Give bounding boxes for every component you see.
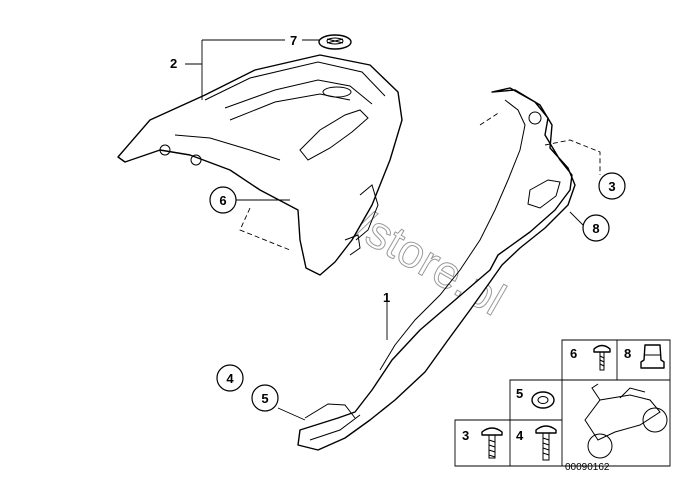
luggage-rack-part bbox=[117, 54, 403, 276]
svg-text:8: 8 bbox=[624, 346, 631, 361]
motorcycle-icon bbox=[584, 383, 668, 459]
svg-text:5: 5 bbox=[261, 391, 268, 406]
parts-legend: 6 8 5 3 4 bbox=[454, 339, 671, 473]
svg-text:6: 6 bbox=[570, 346, 577, 361]
legend-cell-6: 6 bbox=[570, 344, 611, 371]
callout-6: 6 bbox=[209, 186, 237, 214]
svg-text:3: 3 bbox=[462, 428, 469, 443]
leader-lines bbox=[185, 39, 610, 421]
grommet-part bbox=[318, 34, 352, 50]
diagram-code: 00090162 bbox=[565, 462, 610, 473]
svg-text:4: 4 bbox=[226, 371, 234, 386]
legend-cell-3: 3 bbox=[462, 427, 503, 459]
callout-2: 2 bbox=[170, 56, 177, 71]
svg-text:8: 8 bbox=[592, 221, 599, 236]
svg-text:5: 5 bbox=[516, 386, 523, 401]
dashed-reference-lines bbox=[239, 111, 601, 251]
callout-5: 5 bbox=[251, 384, 279, 412]
svg-text:3: 3 bbox=[608, 179, 615, 194]
svg-text:1: 1 bbox=[383, 290, 390, 305]
legend-cell-4: 4 bbox=[516, 425, 557, 461]
callout-8: 8 bbox=[582, 214, 610, 242]
svg-text:2: 2 bbox=[170, 56, 177, 71]
legend-cell-8: 8 bbox=[624, 344, 665, 369]
callout-1: 1 bbox=[383, 290, 390, 305]
callout-3: 3 bbox=[598, 172, 626, 200]
svg-text:7: 7 bbox=[290, 33, 297, 48]
legend-cell-5: 5 bbox=[516, 386, 555, 409]
svg-text:4: 4 bbox=[516, 428, 524, 443]
callout-4: 4 bbox=[216, 364, 244, 392]
svg-text:6: 6 bbox=[219, 193, 226, 208]
callout-7: 7 bbox=[290, 33, 297, 48]
side-bracket-part bbox=[297, 87, 576, 451]
